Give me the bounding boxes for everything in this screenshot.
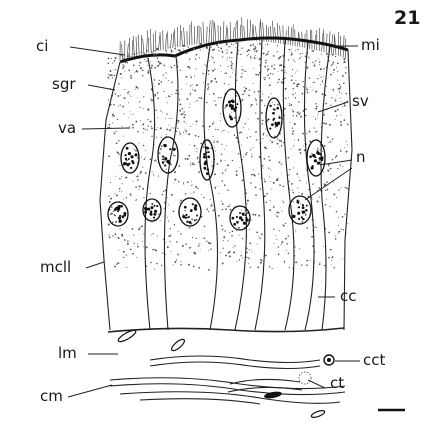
label-cct: cct [363, 351, 385, 369]
nucleus [289, 196, 311, 224]
connective-tissue [110, 328, 345, 418]
label-ci: ci [36, 37, 48, 55]
basement-membrane [108, 328, 344, 332]
leader-lines [68, 46, 360, 397]
connective-cell [311, 409, 326, 418]
cell-boundaries [145, 40, 330, 330]
label-mi: mi [361, 36, 380, 54]
label-cm: cm [40, 387, 63, 405]
label-sv: sv [352, 92, 369, 110]
epithelium-outline [100, 50, 352, 330]
label-sgr: sgr [52, 75, 76, 93]
label-mcll: mcll [40, 258, 71, 276]
nucleus [158, 137, 178, 173]
label-va: va [58, 119, 76, 137]
apical-border [120, 38, 348, 62]
nucleus [121, 143, 139, 173]
connective-cell [264, 390, 283, 399]
label-ct: ct [330, 374, 344, 392]
connective-cell [170, 338, 186, 353]
label-cc: cc [340, 287, 357, 305]
figure-number: 21 [394, 7, 420, 29]
label-n: n [356, 148, 366, 166]
chromatin-dots [114, 100, 324, 226]
label-lm: lm [58, 344, 77, 362]
